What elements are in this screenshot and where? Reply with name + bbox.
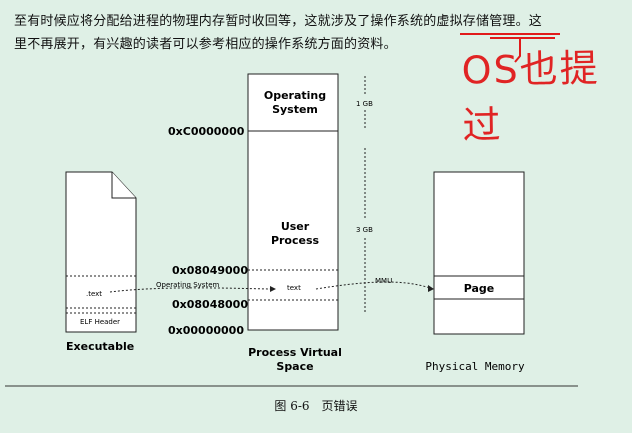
red-annotation-marks	[460, 33, 560, 63]
mmu-arrow	[315, 281, 434, 292]
virtual-caption-line2: Space	[276, 360, 313, 373]
user-block-line1: User	[281, 220, 310, 233]
size-1gb: 1 GB	[356, 100, 373, 108]
virtual-caption-line1: Process Virtual	[248, 346, 342, 359]
text-section-label: .text	[86, 290, 102, 298]
paragraph-line-2: 里不再展开，有兴趣的读者可以参考相应的操作系统方面的资料。	[14, 37, 397, 52]
address-08048000: 0x08048000	[172, 298, 248, 311]
os-arrow	[109, 286, 276, 293]
os-block-line2: System	[272, 103, 318, 116]
body-paragraph: 至有时候应将分配给进程的物理内存暂时收回等，这就涉及了操作系统的虚拟存储管理。这…	[14, 10, 614, 56]
virtual-text-label: text	[287, 284, 301, 292]
process-virtual-space: Operating System User Process text Proce…	[247, 73, 342, 373]
os-block-line1: Operating	[264, 89, 326, 102]
figure-caption: 图 6-6 页错误	[274, 399, 358, 413]
physical-caption: Physical Memory	[425, 360, 525, 373]
address-c0000000: 0xC0000000	[168, 125, 245, 138]
paragraph-line-1: 至有时候应将分配给进程的物理内存暂时收回等，这就涉及了操作系统的虚拟存储管理。这	[14, 14, 543, 29]
handwritten-note: OS也提过	[461, 46, 601, 148]
size-3gb: 3 GB	[356, 226, 373, 234]
executable-caption: Executable	[66, 340, 134, 353]
executable-file: .text ELF Header Executable	[65, 171, 137, 353]
address-00000000: 0x00000000	[168, 324, 244, 337]
page-label: Page	[464, 282, 495, 295]
physical-memory: Page Physical Memory	[425, 171, 525, 373]
mmu-arrow-label: MMU	[375, 277, 392, 285]
os-arrow-label: Operating System	[156, 281, 220, 289]
user-block-line2: Process	[271, 234, 320, 247]
elf-header-label: ELF Header	[80, 318, 120, 326]
address-08049000: 0x08049000	[172, 264, 248, 277]
